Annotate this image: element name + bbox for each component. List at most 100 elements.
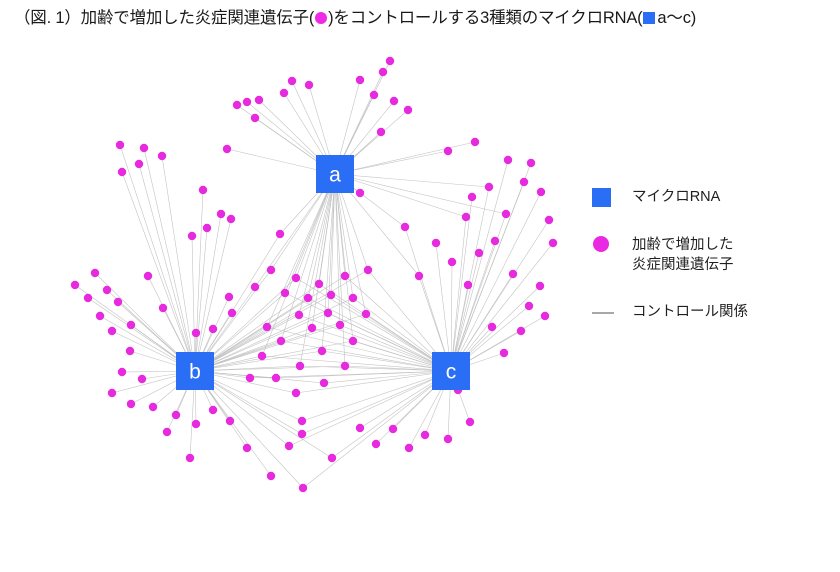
gene-node[interactable]	[242, 97, 252, 107]
gene-node[interactable]	[361, 309, 371, 319]
gene-node[interactable]	[225, 416, 235, 426]
gene-node[interactable]	[431, 238, 441, 248]
microrna-node-a[interactable]: a	[316, 155, 354, 193]
gene-node[interactable]	[467, 192, 477, 202]
gene-node[interactable]	[70, 280, 80, 290]
gene-node[interactable]	[276, 336, 286, 346]
gene-node[interactable]	[499, 348, 509, 358]
gene-node[interactable]	[516, 326, 526, 336]
gene-node[interactable]	[83, 293, 93, 303]
gene-node[interactable]	[266, 265, 276, 275]
gene-node[interactable]	[107, 326, 117, 336]
gene-node[interactable]	[126, 320, 136, 330]
gene-node[interactable]	[242, 443, 252, 453]
gene-node[interactable]	[245, 373, 255, 383]
gene-node[interactable]	[385, 56, 395, 66]
gene-node[interactable]	[275, 229, 285, 239]
gene-node[interactable]	[400, 222, 410, 232]
gene-node[interactable]	[326, 290, 336, 300]
gene-node[interactable]	[378, 67, 388, 77]
gene-node[interactable]	[340, 361, 350, 371]
gene-node[interactable]	[297, 429, 307, 439]
gene-node[interactable]	[443, 434, 453, 444]
gene-node[interactable]	[202, 223, 212, 233]
gene-node[interactable]	[232, 100, 242, 110]
gene-node[interactable]	[95, 311, 105, 321]
gene-node[interactable]	[544, 215, 554, 225]
gene-node[interactable]	[208, 405, 218, 415]
gene-node[interactable]	[291, 388, 301, 398]
gene-node[interactable]	[191, 328, 201, 338]
gene-node[interactable]	[335, 320, 345, 330]
gene-node[interactable]	[536, 187, 546, 197]
gene-node[interactable]	[355, 423, 365, 433]
gene-node[interactable]	[148, 402, 158, 412]
gene-node[interactable]	[317, 346, 327, 356]
gene-node[interactable]	[461, 212, 471, 222]
gene-node[interactable]	[224, 292, 234, 302]
gene-node[interactable]	[501, 209, 511, 219]
gene-node[interactable]	[162, 427, 172, 437]
gene-node[interactable]	[187, 231, 197, 241]
gene-node[interactable]	[540, 311, 550, 321]
gene-node[interactable]	[355, 75, 365, 85]
gene-node[interactable]	[90, 268, 100, 278]
gene-node[interactable]	[115, 140, 125, 150]
gene-node[interactable]	[389, 96, 399, 106]
gene-node[interactable]	[548, 238, 558, 248]
gene-node[interactable]	[323, 308, 333, 318]
gene-node[interactable]	[376, 127, 386, 137]
gene-node[interactable]	[463, 280, 473, 290]
gene-node[interactable]	[465, 417, 475, 427]
gene-node[interactable]	[250, 282, 260, 292]
gene-node[interactable]	[227, 308, 237, 318]
gene-node[interactable]	[519, 177, 529, 187]
gene-node[interactable]	[287, 76, 297, 86]
gene-node[interactable]	[171, 410, 181, 420]
microrna-node-c[interactable]: c	[432, 352, 470, 390]
gene-node[interactable]	[340, 271, 350, 281]
gene-node[interactable]	[107, 388, 117, 398]
gene-node[interactable]	[158, 303, 168, 313]
gene-node[interactable]	[474, 248, 484, 258]
gene-node[interactable]	[414, 271, 424, 281]
gene-node[interactable]	[185, 453, 195, 463]
gene-node[interactable]	[484, 182, 494, 192]
gene-node[interactable]	[470, 137, 480, 147]
gene-node[interactable]	[117, 167, 127, 177]
gene-node[interactable]	[291, 273, 301, 283]
gene-node[interactable]	[222, 144, 232, 154]
gene-node[interactable]	[297, 416, 307, 426]
gene-node[interactable]	[102, 285, 112, 295]
gene-node[interactable]	[319, 378, 329, 388]
gene-node[interactable]	[371, 439, 381, 449]
gene-node[interactable]	[304, 80, 314, 90]
gene-node[interactable]	[503, 155, 513, 165]
gene-node[interactable]	[363, 265, 373, 275]
gene-node[interactable]	[226, 214, 236, 224]
gene-node[interactable]	[216, 209, 226, 219]
gene-node[interactable]	[369, 90, 379, 100]
gene-node[interactable]	[388, 424, 398, 434]
gene-node[interactable]	[137, 374, 147, 384]
gene-node[interactable]	[295, 361, 305, 371]
gene-node[interactable]	[298, 483, 308, 493]
gene-node[interactable]	[117, 367, 127, 377]
gene-node[interactable]	[113, 297, 123, 307]
gene-node[interactable]	[157, 151, 167, 161]
gene-node[interactable]	[443, 146, 453, 156]
gene-node[interactable]	[134, 159, 144, 169]
gene-node[interactable]	[404, 443, 414, 453]
gene-node[interactable]	[191, 419, 201, 429]
gene-node[interactable]	[266, 471, 276, 481]
gene-node[interactable]	[143, 271, 153, 281]
gene-node[interactable]	[490, 236, 500, 246]
gene-node[interactable]	[262, 322, 272, 332]
microrna-node-b[interactable]: b	[176, 352, 214, 390]
gene-node[interactable]	[208, 324, 218, 334]
gene-node[interactable]	[403, 105, 413, 115]
gene-node[interactable]	[307, 323, 317, 333]
gene-node[interactable]	[257, 351, 267, 361]
gene-node[interactable]	[284, 441, 294, 451]
gene-node[interactable]	[126, 399, 136, 409]
